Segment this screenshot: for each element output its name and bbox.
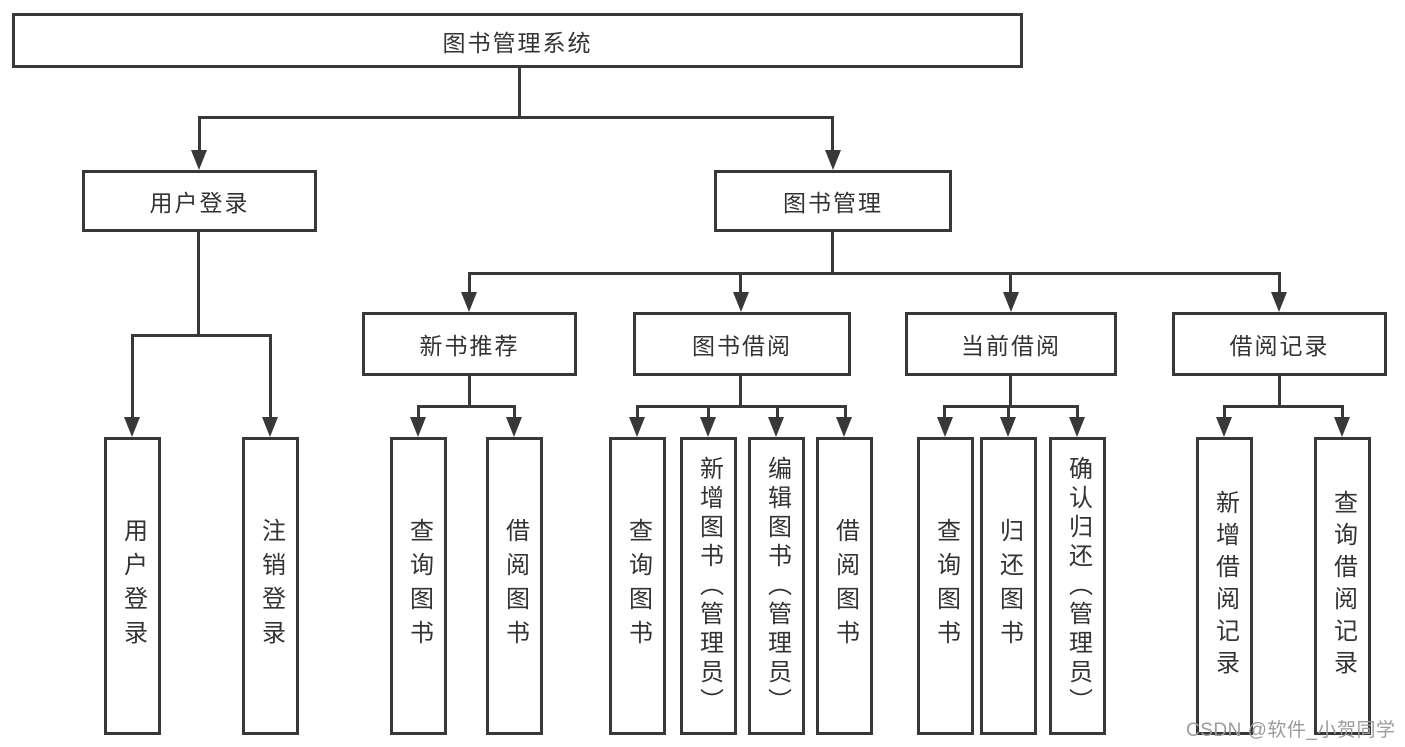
connector-login-stem-2 [269, 334, 272, 419]
arrow-down-icon [191, 150, 207, 170]
arrow-down-icon [1003, 292, 1019, 312]
arrow-down-icon [1000, 417, 1016, 437]
connector-recommend-bar [417, 405, 516, 408]
connector-mgmt-stem-3 [1009, 272, 1012, 294]
node-new-book-recommend-label: 新书推荐 [419, 333, 520, 359]
node-user-login-label: 用户登录 [149, 190, 250, 216]
node-borrowing-records: 借阅记录 [1172, 312, 1387, 376]
connector-login-stem-1 [131, 334, 134, 419]
leaf-edit-books-admin-label: 编辑图书（管理员） [763, 455, 791, 717]
arrow-down-icon [825, 150, 841, 170]
connector-root-stem-left [198, 116, 201, 152]
arrow-down-icon [1069, 417, 1085, 437]
leaf-add-borrow-record: 新增借阅记录 [1196, 437, 1253, 735]
connector-recommend-stem-2 [513, 405, 516, 419]
leaf-query-borrow-record: 查询借阅记录 [1314, 437, 1371, 735]
leaf-user-login-label: 用户登录 [119, 518, 147, 654]
leaf-add-books-admin: 新增图书（管理员） [680, 437, 737, 735]
connector-recommend-stub [468, 374, 471, 408]
arrow-down-icon [733, 292, 749, 312]
arrow-down-icon [1271, 292, 1287, 312]
arrow-down-icon [629, 417, 645, 437]
connector-current-stem-3 [1076, 405, 1079, 419]
connector-borrowing-bar [636, 405, 847, 408]
connector-mgmt-stem-2 [739, 272, 742, 294]
watermark-text: CSDN @软件_小贺同学 [1186, 720, 1396, 741]
connector-borrowing-stem-4 [844, 405, 847, 419]
connector-borrowing-stem-2 [707, 405, 710, 419]
node-current-borrowing-label: 当前借阅 [961, 333, 1061, 359]
leaf-query-books-current: 查询图书 [917, 437, 974, 735]
leaf-query-borrow-record-label: 查询借阅记录 [1329, 490, 1357, 682]
leaf-query-books-recommend: 查询图书 [390, 437, 447, 735]
connector-login-bar [131, 334, 272, 337]
node-book-management-label: 图书管理 [783, 190, 883, 216]
node-borrowing-records-label: 借阅记录 [1229, 333, 1330, 359]
connector-recommend-stem-1 [417, 405, 420, 419]
connector-mgmt-stem-1 [468, 272, 471, 294]
leaf-logout: 注销登录 [242, 437, 299, 735]
arrow-down-icon [506, 417, 522, 437]
arrow-down-icon [836, 417, 852, 437]
leaf-query-books-borrow: 查询图书 [609, 437, 666, 735]
node-book-borrowing: 图书借阅 [633, 312, 851, 376]
leaf-confirm-return-admin-label: 确认归还（管理员） [1064, 455, 1092, 717]
connector-current-stem-2 [1007, 405, 1010, 419]
leaf-edit-books-admin: 编辑图书（管理员） [748, 437, 805, 735]
connector-records-stub [1278, 374, 1281, 408]
leaf-borrow-books-recommend-label: 借阅图书 [501, 518, 529, 654]
leaf-logout-label: 注销登录 [257, 518, 285, 654]
connector-root-bar [198, 116, 834, 119]
leaf-confirm-return-admin: 确认归还（管理员） [1049, 437, 1106, 735]
leaf-add-borrow-record-label: 新增借阅记录 [1211, 490, 1239, 682]
leaf-user-login: 用户登录 [104, 437, 161, 735]
node-root: 图书管理系统 [12, 13, 1023, 68]
connector-mgmt-stem-4 [1278, 272, 1281, 294]
leaf-add-books-admin-label: 新增图书（管理员） [695, 455, 723, 717]
arrow-down-icon [461, 292, 477, 312]
node-book-management: 图书管理 [714, 170, 952, 232]
connector-borrowing-stub [739, 374, 742, 408]
connector-root-stem-right [831, 116, 834, 152]
connector-mgmt-bar [468, 272, 1281, 275]
leaf-query-books-recommend-label: 查询图书 [405, 518, 433, 654]
arrow-down-icon [410, 417, 426, 437]
node-new-book-recommend: 新书推荐 [362, 312, 577, 376]
connector-current-stub [1009, 374, 1012, 408]
connector-current-bar [943, 405, 1079, 408]
arrow-down-icon [937, 417, 953, 437]
node-root-label: 图书管理系统 [442, 29, 593, 56]
leaf-query-books-current-label: 查询图书 [932, 518, 960, 654]
leaf-borrow-books-label: 借阅图书 [831, 518, 859, 654]
node-current-borrowing: 当前借阅 [905, 312, 1117, 376]
node-user-login: 用户登录 [82, 170, 317, 232]
connector-borrowing-stem-1 [636, 405, 639, 419]
leaf-query-books-borrow-label: 查询图书 [624, 518, 652, 654]
leaf-borrow-books-recommend: 借阅图书 [486, 437, 543, 735]
arrow-down-icon [262, 417, 278, 437]
arrow-down-icon [124, 417, 140, 437]
node-book-borrowing-label: 图书借阅 [692, 333, 792, 359]
connector-records-bar [1223, 405, 1344, 408]
connector-current-stem-1 [943, 405, 946, 419]
arrow-down-icon [700, 417, 716, 437]
arrow-down-icon [1216, 417, 1232, 437]
connector-root-stub [518, 66, 521, 119]
connector-records-stem-1 [1223, 405, 1226, 419]
connector-records-stem-2 [1341, 405, 1344, 419]
connector-borrowing-stem-3 [776, 405, 779, 419]
connector-mgmt-stub [831, 230, 834, 275]
leaf-return-books: 归还图书 [980, 437, 1037, 735]
connector-login-stub [197, 230, 200, 336]
leaf-return-books-label: 归还图书 [995, 518, 1023, 654]
leaf-borrow-books: 借阅图书 [816, 437, 873, 735]
arrow-down-icon [768, 417, 784, 437]
arrow-down-icon [1334, 417, 1350, 437]
